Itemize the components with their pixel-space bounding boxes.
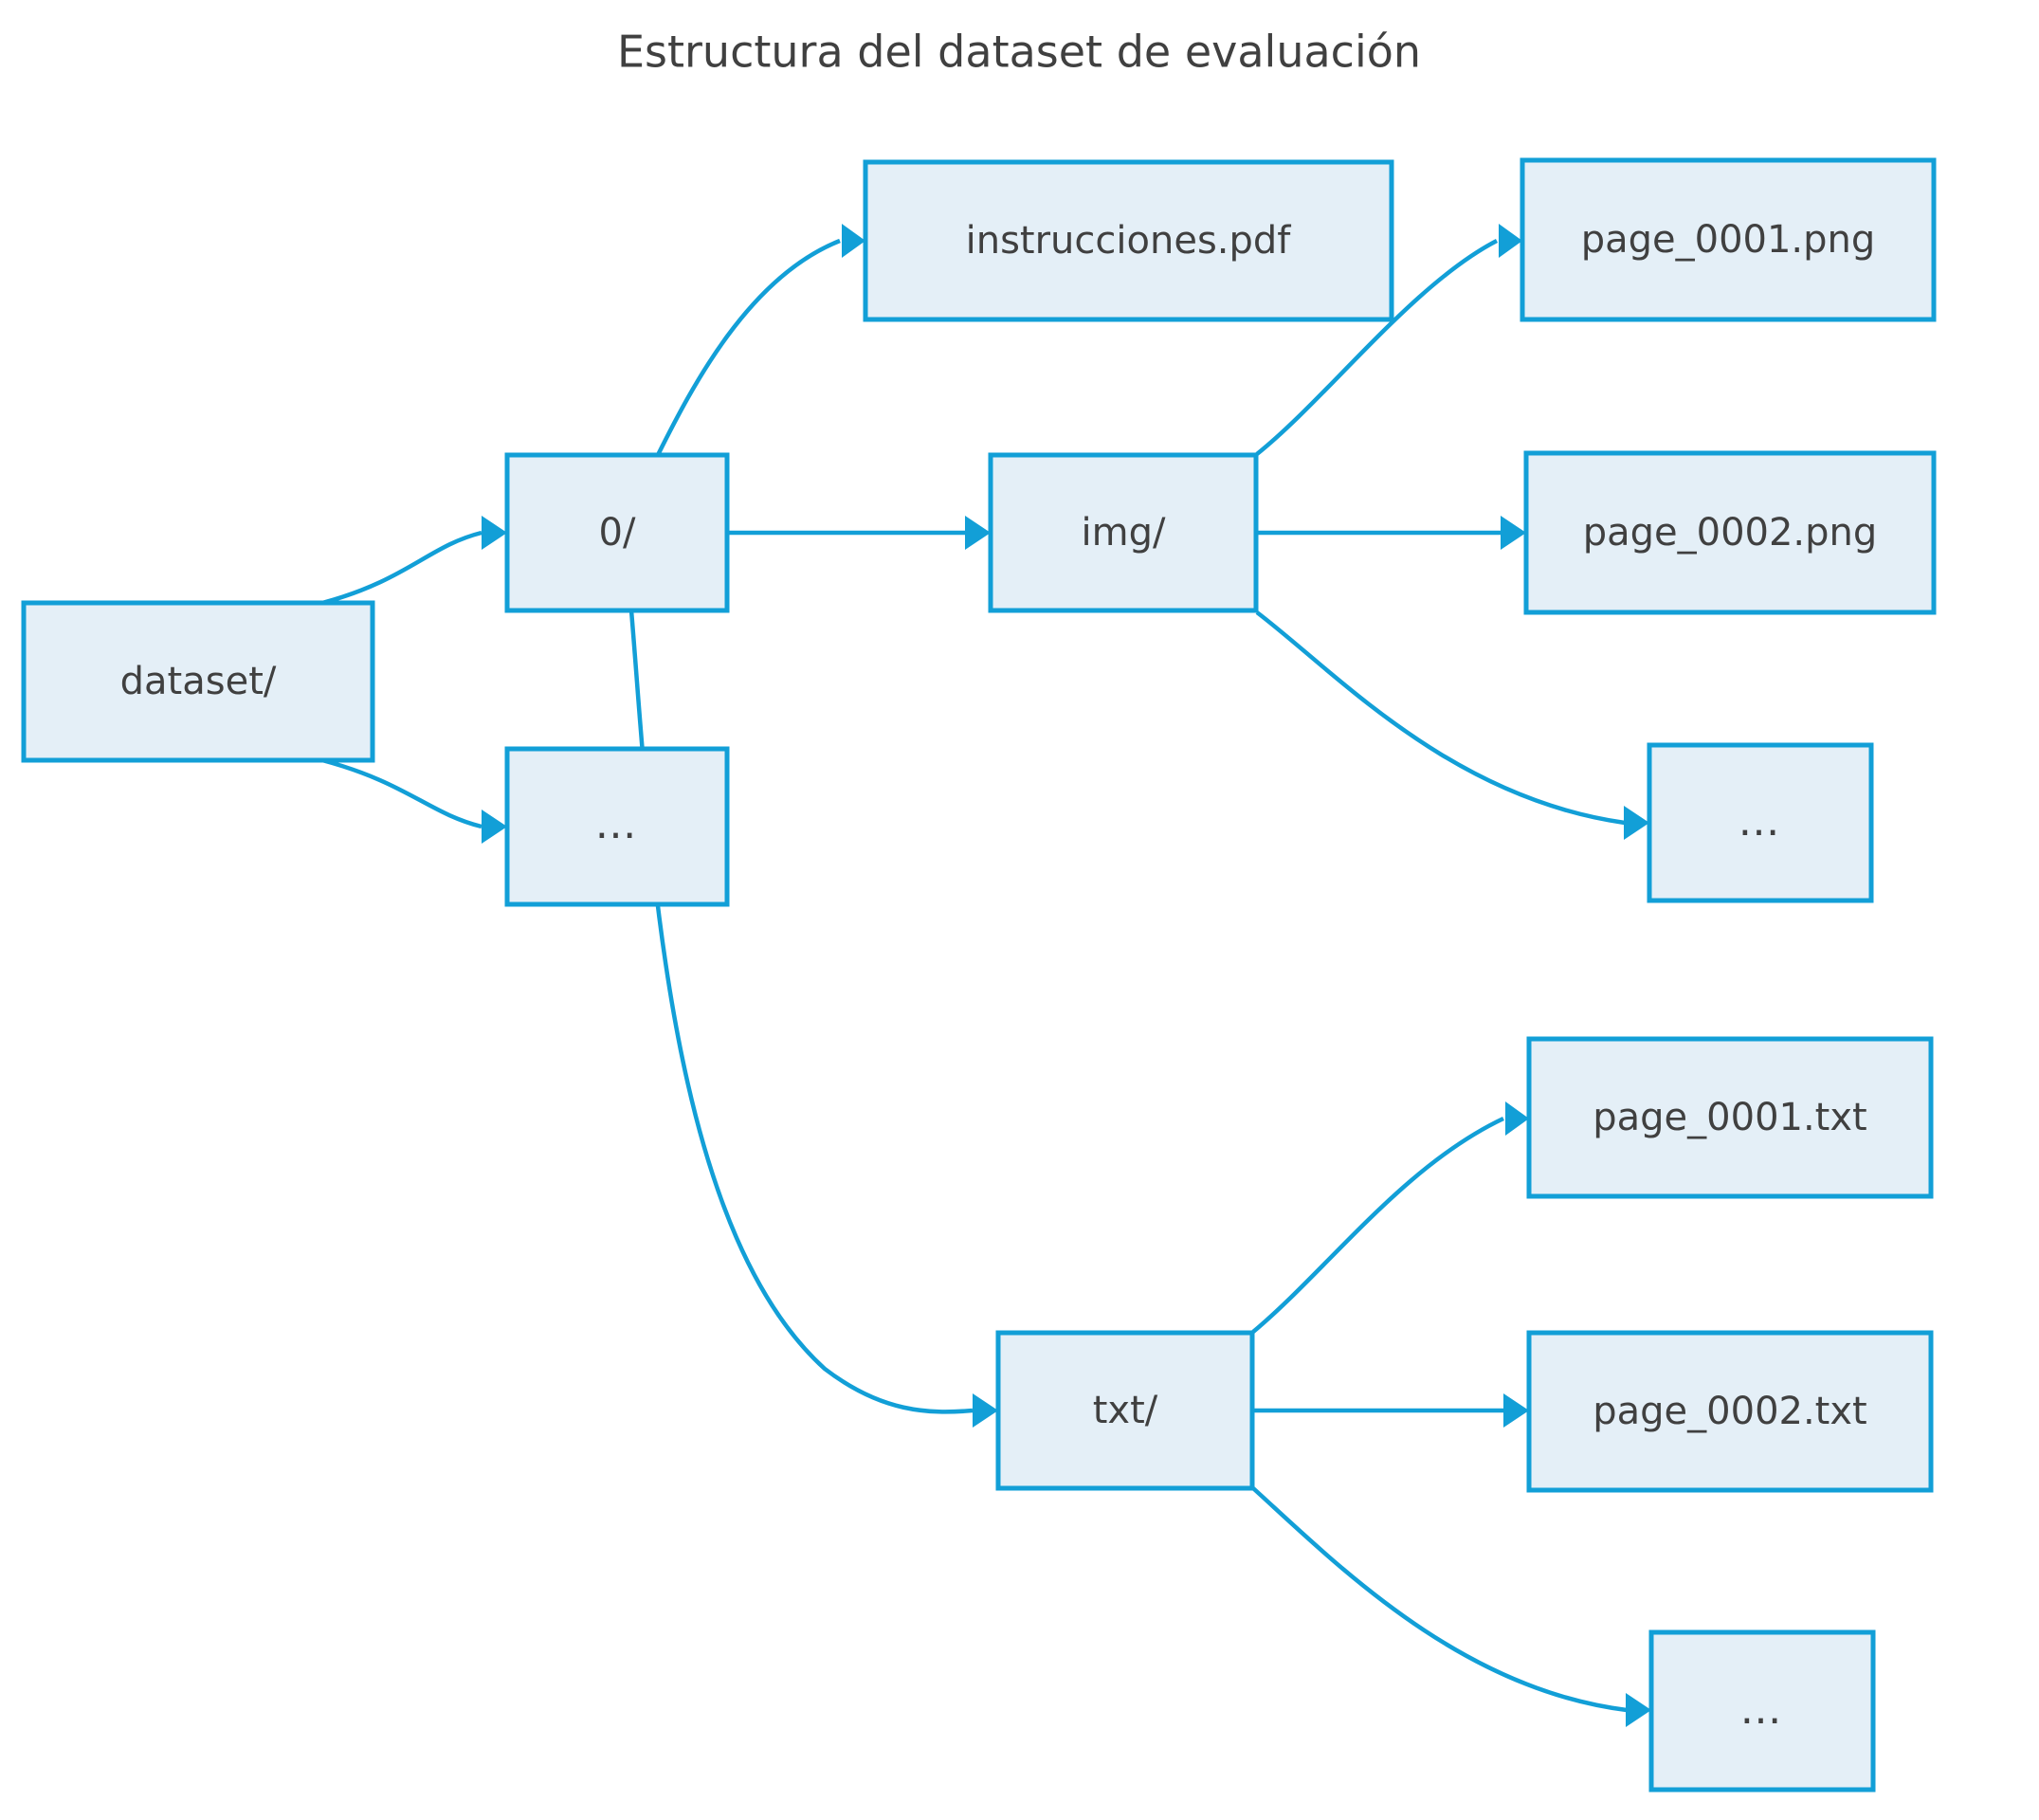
- node-box-instrucciones[interactable]: [863, 159, 1394, 322]
- node-png1[interactable]: page_0001.png: [1520, 157, 1937, 322]
- node-label-img: img/: [1082, 511, 1166, 555]
- node-box-ellipsis-img[interactable]: [1647, 742, 1874, 903]
- arrowhead-icon: [1624, 806, 1649, 840]
- edge-layer: [321, 224, 1651, 1727]
- node-txt[interactable]: txt/: [995, 1330, 1255, 1491]
- edge-zero-to-instrucciones: [655, 224, 865, 457]
- edge-dataset-to-zero: [321, 516, 507, 606]
- edge-txt-to-txt1: [1251, 1101, 1529, 1334]
- node-ellipsis-img[interactable]: …: [1647, 742, 1874, 903]
- node-img[interactable]: img/: [988, 452, 1259, 613]
- edge-zero-to-img: [727, 516, 991, 550]
- node-box-txt1[interactable]: [1526, 1036, 1934, 1199]
- edge-txt-to-ellipsis-txt: [1251, 1486, 1651, 1727]
- edge-txt-to-txt2: [1252, 1393, 1529, 1428]
- node-box-txt[interactable]: [995, 1330, 1255, 1491]
- node-box-ellipsis-txt[interactable]: [1648, 1629, 1876, 1793]
- arrowhead-icon: [482, 516, 507, 550]
- edge-img-to-png1: [1255, 224, 1522, 456]
- arrowhead-icon: [842, 224, 865, 258]
- node-label-ellipsis-img: …: [1739, 797, 1783, 846]
- edge-img-to-ellipsis-img: [1255, 610, 1649, 840]
- node-layer: dataset/ 0/ … instrucciones.pdf img/ txt: [21, 157, 1937, 1793]
- node-label-dataset: dataset/: [120, 660, 277, 703]
- arrowhead-icon: [1501, 516, 1526, 550]
- node-label-txt1: page_0001.txt: [1593, 1096, 1866, 1139]
- node-box-txt2[interactable]: [1526, 1330, 1934, 1493]
- node-label-png2: page_0002.png: [1583, 511, 1878, 555]
- node-txt1[interactable]: page_0001.txt: [1526, 1036, 1934, 1199]
- node-label-instrucciones: instrucciones.pdf: [966, 219, 1292, 263]
- node-box-ellipsis-left[interactable]: [504, 746, 730, 907]
- edge-img-to-png2: [1256, 516, 1526, 550]
- node-box-png1[interactable]: [1520, 157, 1937, 322]
- node-label-txt2: page_0002.txt: [1593, 1390, 1866, 1433]
- node-ellipsis-left[interactable]: …: [504, 746, 730, 907]
- node-ellipsis-txt[interactable]: …: [1648, 1629, 1876, 1793]
- edge-zero-to-txt: [628, 610, 998, 1428]
- arrowhead-icon: [1505, 1101, 1529, 1136]
- node-instrucciones[interactable]: instrucciones.pdf: [863, 159, 1394, 322]
- arrowhead-icon: [1503, 1393, 1529, 1428]
- node-box-png2[interactable]: [1523, 450, 1937, 615]
- node-label-zero: 0/: [599, 511, 636, 555]
- arrowhead-icon: [965, 516, 991, 550]
- arrowhead-icon: [1626, 1693, 1651, 1727]
- node-txt2[interactable]: page_0002.txt: [1526, 1330, 1934, 1493]
- node-box-zero[interactable]: [504, 452, 730, 613]
- arrowhead-icon: [973, 1393, 998, 1428]
- page-title: Estructura del dataset de evaluación: [617, 27, 1421, 78]
- node-label-ellipsis-left: …: [595, 800, 640, 848]
- node-label-png1: page_0001.png: [1581, 218, 1876, 262]
- node-zero[interactable]: 0/: [504, 452, 730, 613]
- node-dataset[interactable]: dataset/: [21, 600, 375, 763]
- node-label-txt: txt/: [1093, 1389, 1158, 1432]
- node-box-img[interactable]: [988, 452, 1259, 613]
- arrowhead-icon: [1499, 224, 1522, 258]
- edge-dataset-to-ellipsis-left: [321, 757, 507, 844]
- arrowhead-icon: [482, 810, 507, 844]
- node-label-ellipsis-txt: …: [1740, 1685, 1785, 1734]
- node-box-dataset[interactable]: [21, 600, 375, 763]
- node-png2[interactable]: page_0002.png: [1523, 450, 1937, 615]
